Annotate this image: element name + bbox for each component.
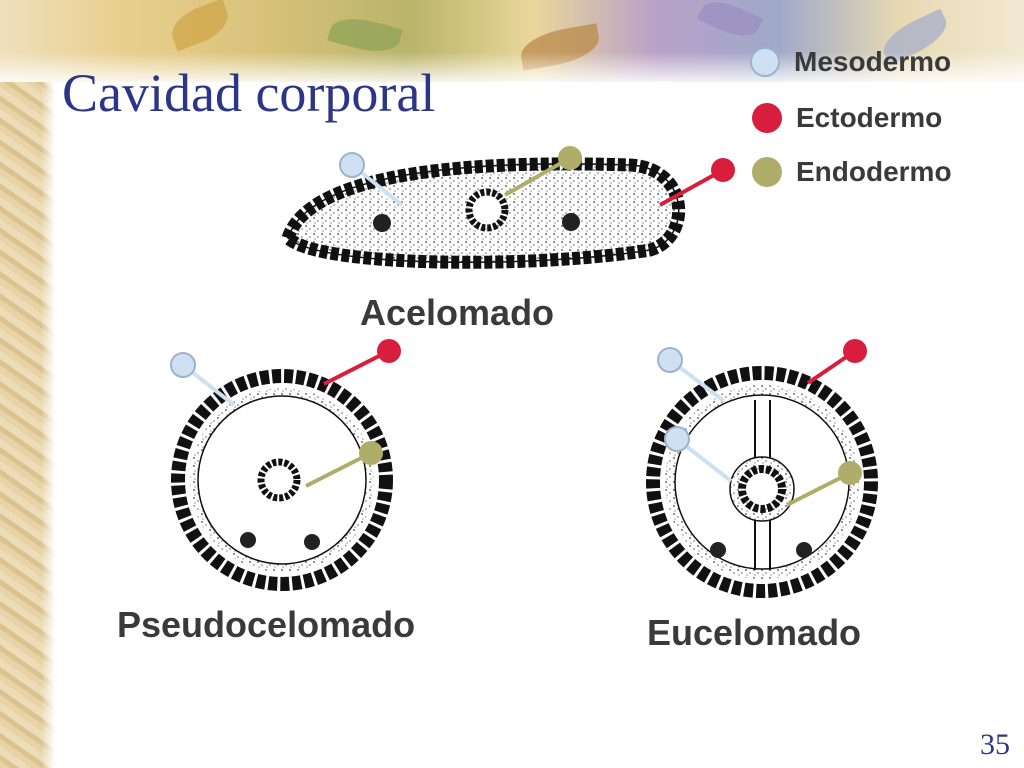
acelomado-gut xyxy=(465,188,509,232)
label-eucelomado: Eucelomado xyxy=(647,612,862,653)
legend-item-mesodermo: Mesodermo xyxy=(750,46,951,78)
acelomado-nerve-cord xyxy=(562,213,580,231)
legend-label: Ectodermo xyxy=(796,102,943,133)
pseudocelomado-nerve-cord xyxy=(304,534,320,550)
ectodermo-pointer-head-icon xyxy=(377,339,401,363)
endodermo-pointer-head-icon xyxy=(838,461,862,485)
page-number: 35 xyxy=(980,728,1010,761)
eucelomado-nerve-cord xyxy=(710,542,726,558)
endodermo-pointer-head-icon xyxy=(359,441,383,465)
ectodermo-pointer-head-icon xyxy=(711,158,735,182)
mesodermo-pointer-head-icon xyxy=(664,426,690,452)
pseudocelomado-gut xyxy=(257,458,301,502)
legend-item-ectodermo: Ectodermo xyxy=(752,102,942,134)
eucelomado-diagram xyxy=(646,339,878,598)
ectodermo-pointer-head-icon xyxy=(843,339,867,363)
mesodermo-pointer-head-icon xyxy=(657,347,683,373)
mesodermo-swatch-icon xyxy=(750,47,780,77)
label-pseudocelomado: Pseudocelomado xyxy=(117,604,416,645)
acelomado-diagram xyxy=(280,146,735,269)
pseudocelomado-diagram xyxy=(170,339,401,591)
legend-label: Mesodermo xyxy=(794,46,952,77)
background-banner xyxy=(0,0,1024,82)
ectodermo-pointer xyxy=(659,168,724,207)
mesodermo-pointer-head-icon xyxy=(339,152,365,178)
endodermo-pointer xyxy=(504,156,571,197)
legend-item-endodermo: Endodermo xyxy=(752,156,952,188)
ectodermo-swatch-icon xyxy=(752,103,782,133)
background-texture-strip xyxy=(0,0,55,768)
endodermo-pointer-head-icon xyxy=(558,146,582,170)
label-acelomado: Acelomado xyxy=(360,292,555,333)
endodermo-swatch-icon xyxy=(752,157,782,187)
acelomado-nerve-cord xyxy=(373,214,391,232)
ectodermo-pointer xyxy=(323,349,390,386)
pseudocelomado-nerve-cord xyxy=(240,532,256,548)
endodermo-pointer xyxy=(305,451,372,488)
eucelomado-nerve-cord xyxy=(796,542,812,558)
legend-label: Endodermo xyxy=(796,156,952,187)
eucelomado-gut xyxy=(738,465,786,513)
mesodermo-pointer-head-icon xyxy=(170,352,196,378)
slide-title: Cavidad corporal xyxy=(62,63,436,123)
acelomado-outline xyxy=(287,163,680,264)
